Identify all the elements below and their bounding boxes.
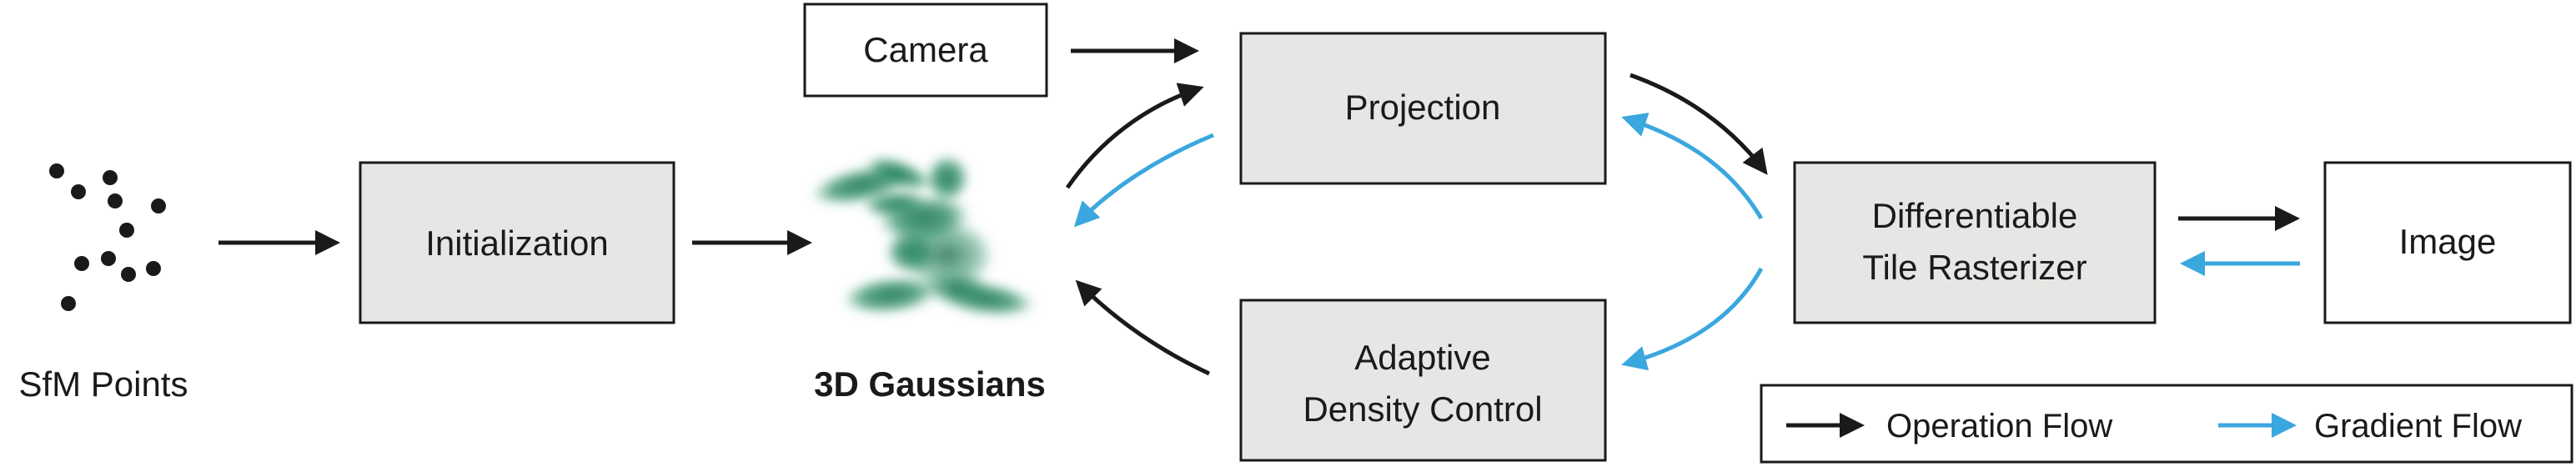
rasterizer-label-line1: Differentiable — [1872, 196, 2078, 235]
sfm-point-cloud — [49, 163, 166, 311]
gaussian-splat — [901, 220, 994, 290]
sfm-point — [101, 251, 116, 266]
camera-label: Camera — [863, 30, 988, 69]
arrow-gaussians-to-projection — [1065, 83, 1204, 189]
gaussians-illustration — [811, 155, 1036, 317]
legend-operation-label: Operation Flow — [1886, 408, 2112, 444]
sfm-point — [74, 256, 89, 271]
rasterizer-box — [1793, 161, 2157, 324]
sfm-point — [146, 261, 161, 276]
gaussian-splat — [842, 276, 939, 314]
sfm-point — [121, 267, 136, 282]
gaussian-splat — [926, 155, 969, 202]
gradient-projection-to-gaussians — [1073, 133, 1214, 228]
projection-label: Projection — [1345, 88, 1501, 127]
initialization-label: Initialization — [425, 223, 608, 263]
image-label: Image — [2399, 222, 2497, 261]
sfm-point — [71, 184, 86, 199]
density-control-label-line2: Density Control — [1303, 389, 1542, 429]
sfm-point — [151, 198, 166, 213]
density-control-box — [1239, 299, 1607, 462]
legend-gradient-label: Gradient Flow — [2314, 408, 2522, 444]
arrow-projection-to-rasterizer — [1629, 73, 1768, 175]
density-control-label-line1: Adaptive — [1354, 338, 1490, 377]
sfm-point — [103, 170, 118, 185]
gaussian-splat — [922, 272, 989, 302]
legend-box — [1760, 384, 2573, 464]
arrow-density-to-gaussians — [1075, 279, 1211, 376]
sfm-point — [49, 163, 64, 178]
initialization-box — [359, 161, 675, 324]
sfm-point — [119, 223, 134, 238]
projection-box — [1239, 32, 1607, 185]
camera-box — [803, 3, 1048, 98]
sfm-point — [61, 296, 76, 311]
sfm-point — [108, 193, 123, 208]
sfm-points-label: SfM Points — [18, 364, 188, 404]
gaussians-label: 3D Gaussians — [814, 364, 1046, 404]
rasterizer-label-line2: Tile Rasterizer — [1862, 248, 2086, 287]
gradient-rasterizer-to-density — [1621, 267, 1764, 371]
gradient-rasterizer-to-projection — [1621, 113, 1764, 220]
gaussian-splat — [866, 156, 932, 191]
legend: Operation Flow Gradient Flow — [1760, 384, 2573, 464]
image-box — [2323, 161, 2572, 324]
